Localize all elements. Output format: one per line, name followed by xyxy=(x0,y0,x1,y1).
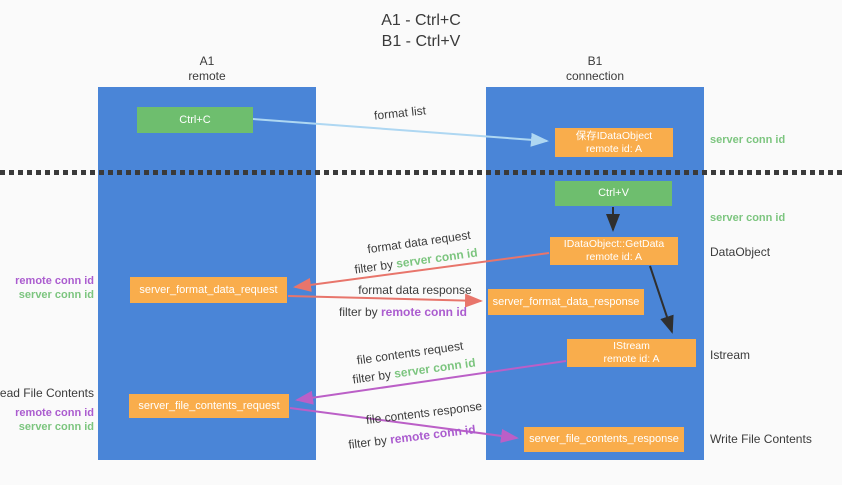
node-server-format-data-request-label: server_format_data_request xyxy=(139,283,278,296)
side-label-dataobject: DataObject xyxy=(710,245,771,259)
edge-label-format-data-response: format data response xyxy=(358,283,472,297)
node-server-format-data-request: server_format_data_request xyxy=(130,277,287,303)
filter-by-text: filter by xyxy=(347,432,392,452)
node-ctrl-c-label: Ctrl+C xyxy=(179,113,211,126)
side-label-remote-conn-id-top: remote conn id xyxy=(15,275,94,287)
filter-by-text: filter by xyxy=(338,305,381,319)
node-server-file-contents-request: server_file_contents_request xyxy=(129,394,289,418)
diagram-title: A1 - Ctrl+C B1 - Ctrl+V xyxy=(0,10,842,52)
node-save-idataobject-line1: 保存IDataObject xyxy=(575,129,653,142)
node-ctrl-c: Ctrl+C xyxy=(137,107,253,133)
side-label-server-conn-id-left-top: server conn id xyxy=(18,289,94,301)
node-server-file-contents-request-label: server_file_contents_request xyxy=(138,399,280,412)
filter-by-text: filter by xyxy=(351,366,396,387)
lane-a1-name: A1 xyxy=(199,54,215,68)
side-label-write-file-contents: Write File Contents xyxy=(710,432,812,446)
node-server-format-data-response-label: server_format_data_response xyxy=(492,295,640,308)
lane-b1-role: connection xyxy=(565,69,625,83)
side-label-server-conn-id-mid: server conn id xyxy=(710,212,786,224)
node-idataobject-getdata: IDataObject::GetData remote id: A xyxy=(550,237,678,265)
title-line-2: B1 - Ctrl+V xyxy=(381,33,461,50)
lane-header-b1: B1 connection xyxy=(486,54,704,84)
side-label-remote-conn-id-bottom: remote conn id xyxy=(15,407,94,419)
title-line-1: A1 - Ctrl+C xyxy=(381,12,461,29)
node-istream: IStream remote id: A xyxy=(567,339,696,367)
edge-label-filter-by-remote-conn-id-1: filter by remote conn id xyxy=(339,305,467,319)
edge-label-format-list: format list xyxy=(373,103,427,123)
side-label-server-conn-id-left-bottom: server conn id xyxy=(18,421,94,433)
node-ctrl-v-label: Ctrl+V xyxy=(598,187,629,199)
lane-b1-name: B1 xyxy=(587,54,603,68)
node-idataobject-getdata-line2: remote id: A xyxy=(585,251,643,263)
node-server-file-contents-response: server_file_contents_response xyxy=(524,427,684,452)
node-ctrl-v: Ctrl+V xyxy=(555,181,672,206)
node-server-format-data-response: server_format_data_response xyxy=(488,289,644,315)
side-label-read-file-contents: Read File Contents xyxy=(0,386,94,400)
node-idataobject-getdata-line1: IDataObject::GetData xyxy=(563,238,665,250)
side-label-istream: Istream xyxy=(710,348,751,362)
filter-by-text: filter by xyxy=(353,256,398,277)
node-server-file-contents-response-label: server_file_contents_response xyxy=(529,433,679,445)
remote-conn-id-text: remote conn id xyxy=(389,422,477,447)
node-save-idataobject-line2: remote id: A xyxy=(585,142,643,155)
node-istream-line2: remote id: A xyxy=(603,353,660,365)
node-istream-line1: IStream xyxy=(613,340,650,352)
lane-header-a1: A1 remote xyxy=(98,54,316,84)
remote-conn-id-text: remote conn id xyxy=(381,305,468,319)
node-save-idataobject: 保存IDataObject remote id: A xyxy=(555,128,673,157)
lane-a1-role: remote xyxy=(188,69,226,83)
dotted-divider-line xyxy=(0,170,842,175)
side-label-server-conn-id-top: server conn id xyxy=(710,134,786,146)
